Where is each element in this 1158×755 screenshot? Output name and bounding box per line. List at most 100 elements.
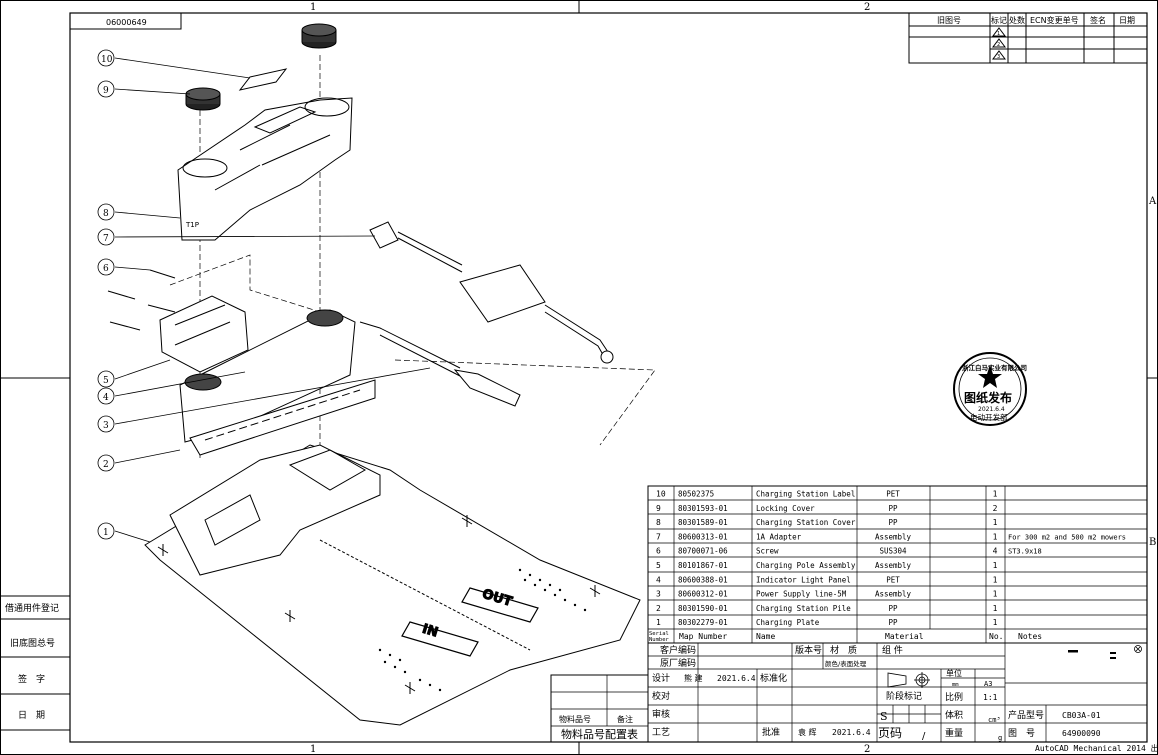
bom-header-map: Map Number: [679, 632, 727, 641]
zone-col-2-top: 2: [864, 2, 870, 13]
bom-cell-no: 7: [656, 532, 661, 541]
bom-cell-qty: 1: [993, 561, 998, 570]
bom-cell-qty: 1: [993, 618, 998, 627]
version-label: 版本号: [795, 644, 822, 656]
plate-cross-markers: [157, 515, 601, 694]
standardize-label: 标准化: [760, 672, 787, 684]
callout-10-number: 10: [101, 55, 113, 65]
product-model-label: 产品型号: [1008, 709, 1044, 721]
part-9-locking-cover: [185, 87, 221, 111]
page-value: /: [922, 731, 926, 742]
rev-header-old-drawing: 旧图号: [937, 16, 961, 25]
bom-cell-map: 80600312-01: [678, 590, 728, 599]
bom-cell-no: 6: [656, 547, 661, 556]
rev-header-count: 处数: [1009, 15, 1025, 25]
bom-cell-name: Charging Station Cover: [756, 518, 856, 527]
locking-cover-top: [301, 23, 337, 49]
unit-label: 单位: [946, 668, 962, 678]
approver-name: 袁 辉: [798, 727, 817, 737]
callout-7-number: 7: [103, 234, 109, 244]
drawing-number-tag-text: 06000649: [106, 18, 147, 27]
bom-cell-name: Charging Station Label: [756, 490, 855, 499]
side-date: 日 期: [18, 710, 45, 721]
bom-cell-no: 3: [656, 590, 661, 599]
part-6-screws: [107, 269, 176, 331]
part-5-pole-assembly: [159, 295, 249, 373]
bom-grid: [648, 486, 1147, 643]
bom-cell-map: 80301593-01: [678, 504, 728, 513]
bom-cell-qty: 1: [993, 518, 998, 527]
title-block: 客户编码 原厂编码 版本号 材 质 组 件 颜色/表面处理 设计 熊 建 202…: [647, 642, 1148, 743]
bom-cell-no: 2: [656, 604, 661, 613]
part-10-label-strip: [238, 68, 288, 91]
page-label: 页码: [878, 726, 902, 740]
callout-1: [97, 522, 151, 543]
sheet-size: A3: [984, 680, 992, 688]
bom-cell-name: 1A Adapter: [756, 532, 802, 541]
bom-cell-name: Charging Station Pile: [756, 604, 851, 613]
weight-unit: g: [998, 734, 1002, 742]
bom-cell-map: 80302279-01: [678, 618, 728, 627]
software-note: AutoCAD Mechanical 2014 出版: [1035, 743, 1158, 753]
callout-2-number: 2: [103, 460, 109, 470]
bom-cell-qty: 4: [993, 547, 998, 556]
stamp-company: 浙江白马实业有限公司: [962, 363, 1027, 372]
bom-cell-name: Charging Plate: [756, 618, 820, 627]
stamp-main: 图纸发布: [964, 390, 1012, 405]
callout-4: [97, 371, 246, 405]
callout-8-number: 8: [103, 209, 109, 219]
bom-cell-material: PET: [886, 490, 900, 499]
approve-label: 批准: [762, 726, 780, 738]
bom-cell-material: PP: [888, 518, 898, 527]
bom-cell-qty: 1: [993, 532, 998, 541]
rev-mark-3: 3: [997, 54, 1000, 60]
bom-header-no: No.: [989, 632, 1003, 641]
rev-header-sign: 签名: [1090, 15, 1106, 25]
review-label: 审核: [652, 708, 670, 720]
rev-mark-2: 2: [997, 42, 1000, 48]
bom-row: 2 80301590-01 Charging Station Pile PP 1: [656, 604, 998, 613]
unit-value: mm: [952, 682, 959, 688]
bom-cell-name: Locking Cover: [756, 504, 815, 513]
drawing-no-label: 图 号: [1008, 728, 1035, 739]
bom-cell-material: Assembly: [875, 532, 912, 541]
bom-cell-material: Assembly: [875, 561, 912, 570]
scale-label: 比例: [945, 691, 963, 703]
callout-9: [97, 80, 191, 98]
part-3-supply-line: [359, 321, 521, 407]
material-part-no-label: 物料品号: [559, 714, 591, 724]
release-stamp: 浙江白马实业有限公司 图纸发布 2021.6.4 电动开发部: [953, 352, 1027, 426]
material-remark-label: 备注: [617, 714, 633, 724]
bom-cell-no: 1: [656, 618, 661, 627]
callout-4-number: 4: [103, 393, 109, 403]
callout-5-number: 5: [103, 376, 109, 386]
bom-cell-qty: 1: [993, 604, 998, 613]
callout-balloons: [97, 49, 431, 543]
bom-cell-map: 80301590-01: [678, 604, 728, 613]
bom-cell-notes: For 300 m2 and 500 m2 mowers: [1008, 533, 1126, 541]
volume-unit: cm³: [988, 716, 1001, 724]
bom-cell-map: 80301589-01: [678, 518, 728, 527]
side-signature: 签 字: [18, 673, 45, 685]
bom-cell-material: PP: [888, 604, 898, 613]
bom-header-notes: Notes: [1018, 632, 1042, 641]
check-label: 校对: [652, 690, 670, 702]
factory-code-label: 原厂编码: [660, 657, 696, 669]
design-label: 设计: [652, 672, 670, 684]
assembly-label: 组 件: [882, 644, 903, 656]
material-label: 材 质: [830, 644, 857, 656]
bom-cell-no: 8: [656, 518, 661, 527]
part-1-charging-plate: [144, 444, 641, 726]
zone-col-1-bottom: 1: [310, 744, 316, 755]
product-model: CB03A-01: [1062, 711, 1101, 720]
callout-1-number: 1: [103, 528, 109, 538]
bom-row: 8 80301589-01 Charging Station Cover PP 1: [656, 518, 998, 527]
bom-cell-no: 5: [656, 561, 661, 570]
zone-col-2-bottom: 2: [864, 744, 870, 755]
zone-row-a: A: [1148, 196, 1157, 207]
